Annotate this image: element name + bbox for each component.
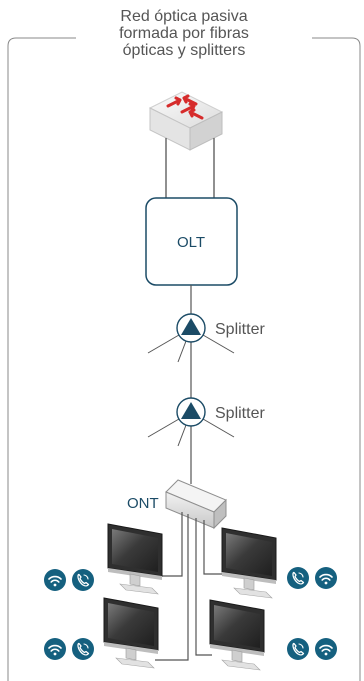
diagram-caption: Red óptica pasiva formada por fibras ópt… <box>92 8 276 59</box>
wifi-icon <box>43 637 67 661</box>
network-frame <box>7 37 361 681</box>
wifi-icon <box>43 568 67 592</box>
caption-line-3: ópticas y splitters <box>122 42 246 59</box>
olt-label: OLT <box>177 234 205 251</box>
splitter-2-label: Splitter <box>215 405 265 422</box>
monitor-icon <box>103 597 159 669</box>
splitter-1-label: Splitter <box>215 321 265 338</box>
phone-icon <box>71 568 95 592</box>
phone-icon <box>286 637 310 661</box>
phone-icon <box>286 566 310 590</box>
phone-icon <box>71 637 95 661</box>
wifi-icon <box>314 637 338 661</box>
monitor-icon <box>107 523 163 595</box>
caption-line-1: Red óptica pasiva <box>120 8 248 25</box>
caption-line-2: formada por fibras <box>119 25 249 42</box>
splitter-triangle-icon <box>181 402 201 419</box>
wifi-icon <box>314 566 338 590</box>
ont-box-icon <box>165 479 227 530</box>
router-olt-links <box>165 138 215 198</box>
router-icon <box>148 91 224 151</box>
splitter-2 <box>147 397 235 447</box>
monitor-icon <box>209 599 265 671</box>
ont-label: ONT <box>127 495 159 512</box>
splitter-triangle-icon <box>181 318 201 335</box>
monitor-icon <box>221 527 277 599</box>
splitter-1 <box>147 313 235 363</box>
